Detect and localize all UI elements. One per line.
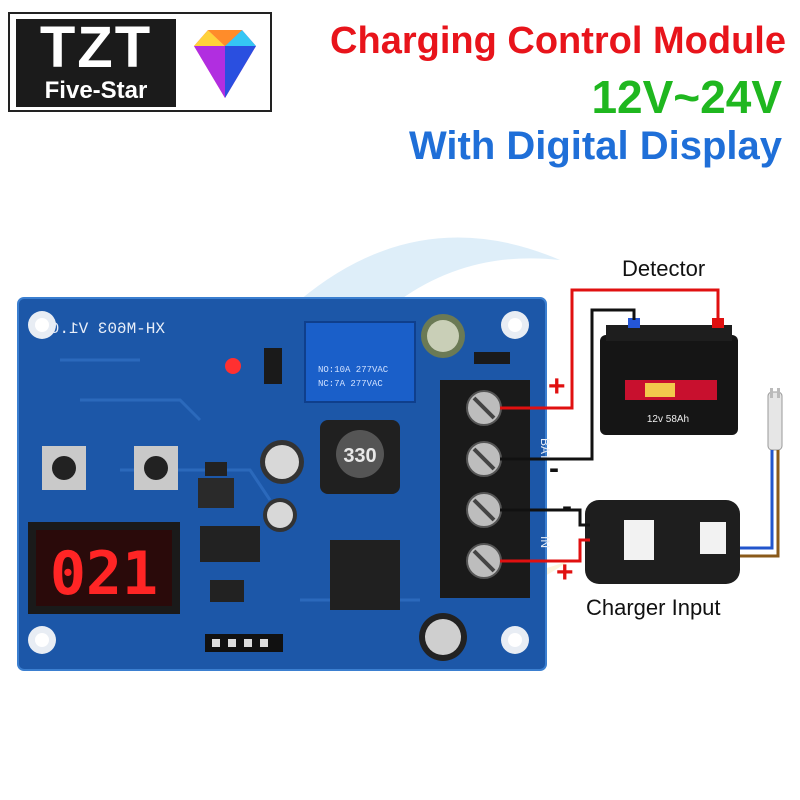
product-title: Charging Control Module [330,20,786,62]
minus-top-sign: - [549,452,559,485]
battery-rating: 12v 58Ah [647,414,689,425]
minus-bottom-sign: - [562,490,572,523]
display-feature: With Digital Display [408,124,782,168]
brand-logo: TZT Five-Star [8,12,272,112]
capacitor-small [263,498,297,532]
detector-label: Detector [622,256,706,281]
inductor: 330 [320,420,400,494]
button-sw2 [42,446,86,490]
terminal-in-label: IN [538,536,552,548]
display-reading: 021 [50,539,158,609]
diode-d3 [264,348,282,384]
button-sw1 [134,446,178,490]
plus-bottom-sign: + [556,556,574,589]
terminal-bat-label: BAT [538,438,552,461]
capacitor-bottom [419,613,467,661]
wiring [500,288,780,563]
power-plug [767,388,783,451]
logo-main-text: TZT [39,15,153,80]
chip-u4 [200,526,260,562]
silkscreen-model: XH-M603 V1.0 [50,320,165,338]
plus-top-sign: + [548,370,566,403]
transistor-u2 [205,462,227,476]
logo-sub-text: Five-Star [44,77,148,104]
relay-rating-1: NO:10A 277VAC [318,365,389,375]
transistor-body [198,478,234,508]
regulator-u1 [330,540,400,610]
charger [585,500,740,584]
relay: NO:10A 277VAC NC:7A 277VAC [304,321,416,403]
diamond-icon [194,30,256,98]
status-led [225,358,241,374]
chip-u5 [210,580,244,602]
capacitor-top [421,314,465,358]
voltage-range: 12V~24V [591,71,782,123]
header-pins [205,634,283,652]
charger-input-label: Charger Input [586,595,721,620]
capacitor-mid [260,440,304,484]
digital-display: 021 [28,522,180,614]
battery: 12v 58Ah [600,318,738,435]
diode-d1 [474,352,510,364]
inductor-code: 330 [343,445,376,467]
relay-rating-2: NC:7A 277VAC [318,379,383,389]
logo-box: TZT Five-Star [16,19,176,107]
